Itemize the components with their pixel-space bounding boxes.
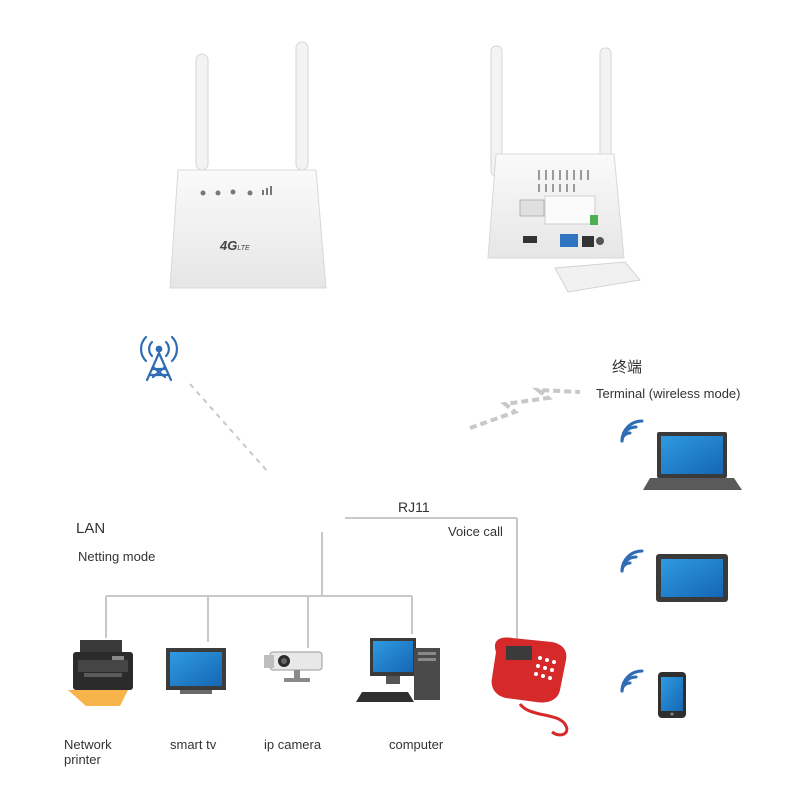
terminal-title-en: Terminal (wireless mode) [596, 386, 741, 401]
tower-link-dashed [189, 383, 269, 473]
printer-icon [68, 640, 133, 706]
wifi-icon [620, 669, 644, 693]
wireless-lightning-link [469, 387, 581, 430]
computer-icon [356, 638, 440, 702]
router-back-sim-slot [519, 199, 545, 217]
router-status-leds [200, 186, 272, 196]
tablet-icon [656, 554, 728, 602]
computer-label: computer [389, 737, 444, 752]
router-brand-label: 4GLTE [220, 238, 250, 253]
wifi-icon [620, 419, 644, 443]
router-front-antenna-right [295, 41, 309, 171]
router-back-power-port [523, 236, 537, 243]
laptop-icon [643, 432, 742, 490]
wifi-icon [620, 549, 644, 573]
smart-tv-label: smart tv [170, 737, 217, 752]
ip-camera-icon [264, 651, 323, 682]
router-front [169, 41, 327, 289]
ip-camera-label: ip camera [264, 737, 322, 752]
router-brand-4g: 4G [220, 238, 238, 253]
signal-tower-icon [139, 335, 179, 382]
router-back [487, 45, 641, 293]
router-front-body [169, 169, 327, 289]
router-back-rj11-port [560, 234, 578, 247]
router-back-switch [590, 215, 598, 225]
lan-title: LAN [76, 520, 106, 537]
router-back-vents [538, 170, 589, 192]
smart-tv-icon [166, 648, 226, 694]
router-front-antenna-left [195, 53, 209, 171]
router-back-back-cover [554, 261, 641, 293]
router-back-sim-bay [544, 195, 596, 225]
terminal-title-cn: 终端 [612, 359, 643, 376]
connection-lines [105, 517, 518, 648]
router-back-lan-port [582, 236, 594, 247]
smartphone-icon [658, 672, 686, 718]
voice-call-label: Voice call [448, 524, 503, 539]
router-brand-lte: LTE [237, 245, 250, 252]
router-back-reset-port [596, 237, 604, 245]
printer-label: Network printer [64, 737, 112, 767]
telephone-icon [491, 637, 569, 737]
rj11-label: RJ11 [398, 499, 430, 515]
lan-subtitle: Netting mode [78, 549, 156, 564]
